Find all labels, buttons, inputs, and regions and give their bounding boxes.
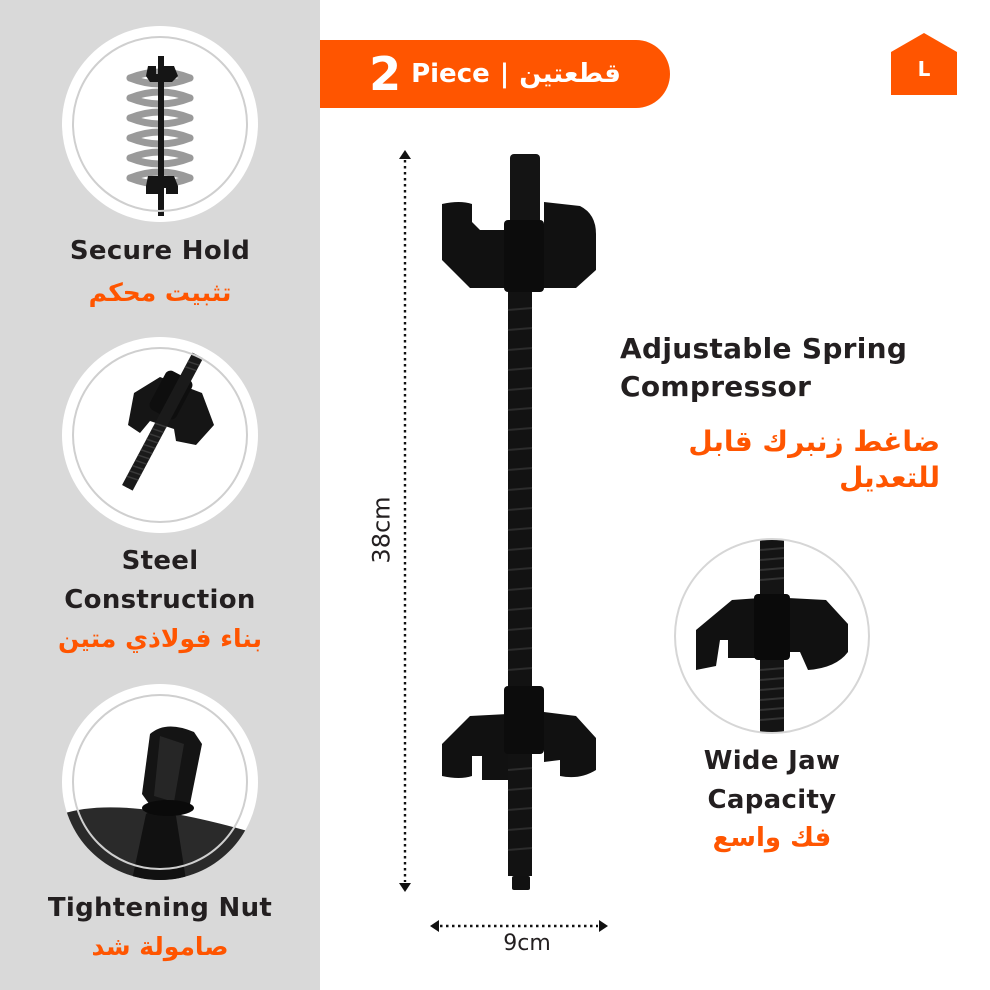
feature-title-ar: بناء فولاذي متين [58, 624, 262, 653]
product-title: Adjustable Spring Compressor ضاغط زنبرك … [620, 330, 960, 494]
highlight-title-line2: Capacity [707, 785, 837, 815]
piece-count-banner: 2 Piece | قطعتين [320, 40, 670, 108]
size-label: L [917, 57, 931, 81]
feature-title-en: Secure Hold [69, 236, 251, 266]
piece-label-ar: قطعتين [519, 59, 621, 89]
house-icon [891, 33, 957, 95]
banner-separator: | [499, 59, 510, 89]
spring-compressor-with-coil-icon [62, 26, 258, 222]
spring-compressor-product-image [420, 150, 620, 900]
product-title-line1: Adjustable Spring [620, 332, 908, 365]
product-title-line2: Compressor [620, 370, 812, 403]
width-dimension-arrow [430, 918, 608, 932]
piece-label-en: Piece [411, 59, 490, 89]
feature-title-ar: صامولة شد [91, 932, 229, 961]
feature-title-en: Tightening Nut [47, 893, 273, 923]
threaded-rod-jaw-icon [62, 337, 258, 533]
highlight-title-line1: Wide Jaw [703, 746, 841, 776]
product-title-ar: ضاغط زنبرك قابل للتعديل [688, 425, 940, 494]
hex-nut-icon [62, 684, 258, 880]
feature-title-ar: تثبيت محكم [88, 278, 232, 307]
feature-title-en-line1: Steel [121, 546, 199, 576]
jaw-closeup-icon [674, 538, 870, 734]
height-dimension-label: 38cm [368, 496, 396, 564]
height-dimension-arrow [398, 150, 412, 892]
highlight-title-ar: فك واسع [712, 823, 832, 853]
piece-count: 2 [369, 47, 402, 101]
feature-title-en-line2: Construction [64, 585, 256, 615]
size-badge: L [891, 33, 957, 95]
width-dimension-label: 9cm [503, 931, 551, 956]
